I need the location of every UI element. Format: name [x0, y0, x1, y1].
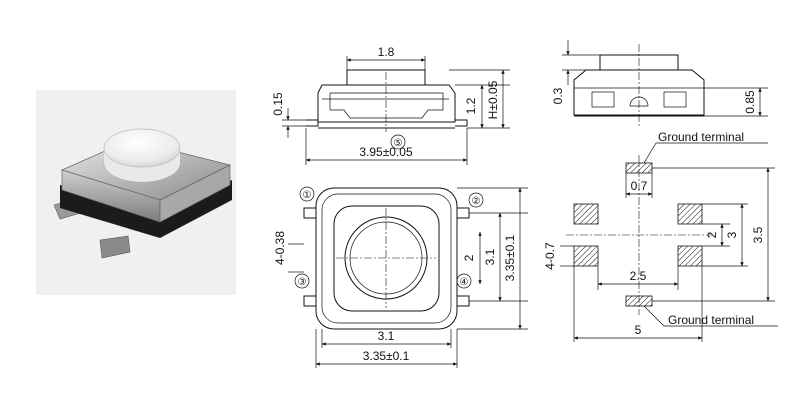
dim-top-width: 1.8	[378, 45, 395, 59]
dim-pad-3: 3	[725, 231, 739, 238]
product-photo	[36, 90, 236, 295]
dim-v-3-1: 3.1	[483, 248, 497, 265]
pin-4-label: ④	[460, 277, 469, 288]
front-side-view: 1.8 0.15 1.2 H±0.05 ⑤ 3.95±0.05	[271, 45, 510, 165]
dim-side-0-85: 0.85	[743, 90, 757, 114]
ground-terminal-bottom: Ground terminal	[668, 313, 754, 327]
pin-5-label: ⑤	[394, 138, 403, 149]
pad-layout: Ground terminal 0.7 4-0.7 2 3 3.5 2.5 Gr…	[543, 130, 778, 342]
dim-pad-2: 2	[705, 231, 719, 238]
dim-pad-3-5: 3.5	[751, 226, 765, 243]
top-view: ① ② ③ ④ 4-0.38 2 3.1 3.35±0.1 3.1 3.35±0…	[273, 186, 528, 368]
dim-lead-width: 4-0.38	[273, 231, 287, 265]
dim-h-3-1: 3.1	[378, 329, 395, 343]
dim-pad-4-07: 4-0.7	[543, 242, 557, 270]
dim-height-total: H±0.05	[486, 80, 500, 119]
dim-h-3-35: 3.35±0.1	[363, 349, 410, 363]
pin-3-label: ③	[298, 277, 307, 288]
dim-stroke: 0.15	[271, 92, 285, 116]
dim-side-0-3: 0.3	[551, 87, 565, 104]
ground-terminal-top: Ground terminal	[658, 130, 744, 144]
dim-body-width: 3.95±0.05	[359, 145, 413, 159]
pin-1-label: ①	[303, 190, 312, 201]
dim-v-2: 2	[462, 254, 476, 261]
right-side-view: 0.3 0.85	[551, 40, 768, 126]
pin-2-label: ②	[472, 196, 481, 207]
dim-pad-5: 5	[635, 323, 642, 337]
dim-pad-2-5: 2.5	[630, 269, 647, 283]
dim-height-side: 1.2	[464, 97, 478, 114]
dim-pad-0-7: 0.7	[631, 179, 648, 193]
dim-v-3-35: 3.35±0.1	[503, 234, 517, 281]
